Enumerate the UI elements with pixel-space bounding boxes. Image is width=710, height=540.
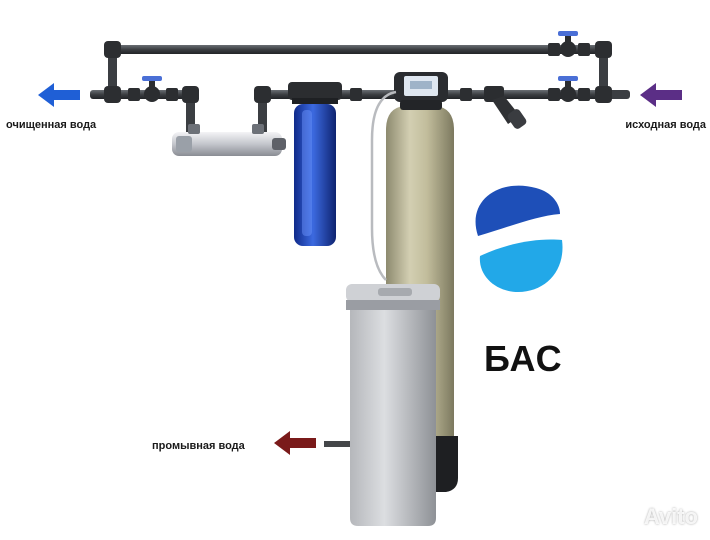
- valve-icon: [558, 31, 578, 57]
- watermark: Avito: [643, 504, 698, 529]
- pipe-fittings: [104, 41, 612, 103]
- brand-logo-icon: [475, 185, 563, 292]
- cartridge-filter-icon: [288, 82, 342, 246]
- arrow-left-icon: [274, 431, 316, 455]
- fitting: [104, 86, 121, 103]
- bypass-pipe-top: [108, 45, 608, 54]
- uv-lamp-icon: [172, 124, 286, 156]
- fitting: [595, 86, 612, 103]
- label-wash-water: промывная вода: [152, 440, 245, 452]
- fitting: [578, 88, 590, 101]
- control-head-icon: [394, 72, 448, 110]
- fitting: [548, 88, 560, 101]
- label-source-water: исходная вода: [625, 119, 706, 131]
- fitting: [578, 43, 590, 56]
- arrow-left-icon: [38, 83, 80, 107]
- fitting: [104, 41, 121, 58]
- arrow-left-icon: [640, 83, 682, 107]
- fitting: [254, 86, 271, 103]
- valve-icon: [558, 76, 578, 102]
- fitting: [595, 41, 612, 58]
- fitting: [182, 86, 199, 103]
- fitting: [460, 88, 472, 101]
- fitting: [350, 88, 362, 101]
- valve-icon: [142, 76, 162, 102]
- fitting: [548, 43, 560, 56]
- label-purified-water: очищенная вода: [6, 119, 97, 131]
- brine-line: [370, 90, 397, 281]
- fitting: [128, 88, 140, 101]
- mesh-prefilter-icon: [484, 86, 527, 129]
- fitting: [166, 88, 178, 101]
- drain-pipe: [324, 441, 350, 447]
- brine-tank-icon: [346, 284, 440, 526]
- brand-name: БАС: [484, 338, 563, 379]
